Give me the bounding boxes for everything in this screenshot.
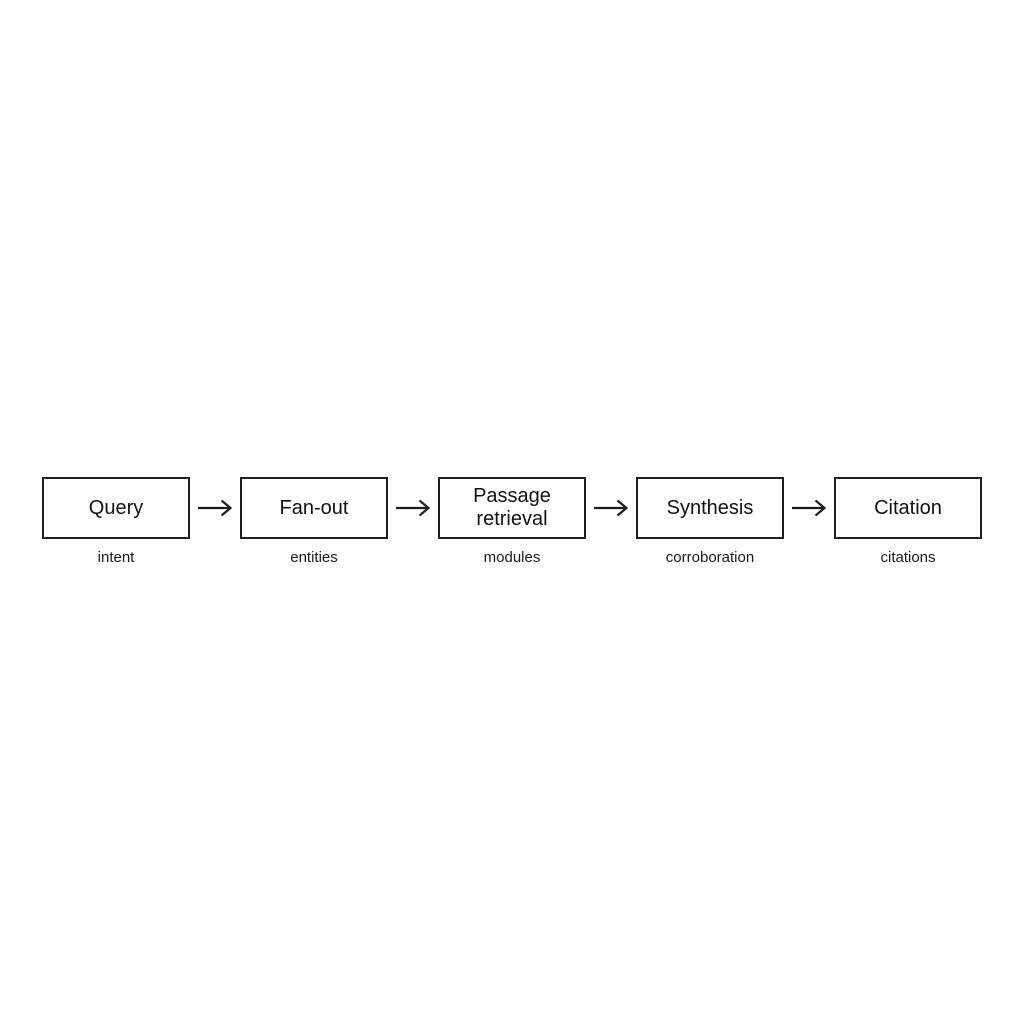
- stage-synthesis: Synthesis corroboration: [636, 477, 784, 566]
- stage-label: Fan-out: [279, 496, 349, 519]
- stage-sublabel: intent: [97, 549, 135, 566]
- stage-box-citation: Citation: [834, 477, 982, 539]
- arrow-right-icon: [388, 477, 438, 539]
- stage-sublabel: citations: [880, 549, 936, 566]
- arrow-right-icon: [190, 477, 240, 539]
- stage-box-synthesis: Synthesis: [636, 477, 784, 539]
- stage-citation: Citation citations: [834, 477, 982, 566]
- stage-fan-out: Fan-out entities: [240, 477, 388, 566]
- stage-box-fan-out: Fan-out: [240, 477, 388, 539]
- stage-label: Synthesis: [666, 496, 754, 519]
- stage-sublabel: modules: [483, 549, 541, 566]
- arrow-right-icon: [586, 477, 636, 539]
- stage-box-query: Query: [42, 477, 190, 539]
- stage-sublabel: corroboration: [665, 549, 755, 566]
- stage-query: Query intent: [42, 477, 190, 566]
- stage-passage-retrieval: Passage retrieval modules: [438, 477, 586, 566]
- stage-box-passage-retrieval: Passage retrieval: [438, 477, 586, 539]
- pipeline-diagram: Query intent Fan-out entities Passage re…: [0, 477, 1024, 566]
- stage-label: Passage retrieval: [473, 485, 551, 530]
- stage-label: Citation: [874, 496, 942, 519]
- stage-label: Query: [88, 496, 144, 519]
- arrow-right-icon: [784, 477, 834, 539]
- stage-sublabel: entities: [290, 549, 338, 566]
